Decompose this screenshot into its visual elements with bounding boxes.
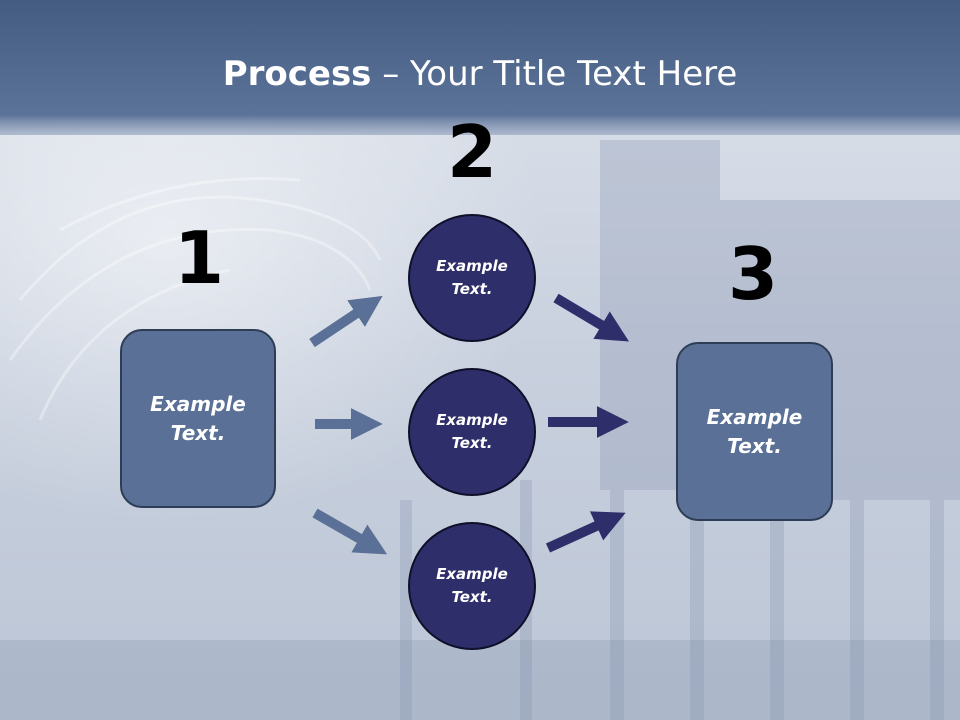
step-2-circle-3: Example Text. <box>408 522 536 650</box>
step-number-2: 2 <box>446 110 498 194</box>
step-1-box: Example Text. <box>120 329 276 508</box>
step-2-circle-1: Example Text. <box>408 214 536 342</box>
arrow-2c-to-3 <box>545 511 626 553</box>
step-2-circle-2: Example Text. <box>408 368 536 496</box>
arrow-2a-to-3 <box>553 293 629 342</box>
arrow-1-to-2a <box>309 295 383 348</box>
step-number-1: 1 <box>173 216 225 300</box>
title-bold: Process <box>222 54 372 94</box>
step-3-box: Example Text. <box>676 342 833 521</box>
step-number-3: 3 <box>727 232 779 316</box>
slide-title: Process – Your Title Text Here <box>0 52 960 96</box>
arrow-1-to-2c <box>312 508 388 555</box>
title-rest: – Your Title Text Here <box>371 54 738 94</box>
